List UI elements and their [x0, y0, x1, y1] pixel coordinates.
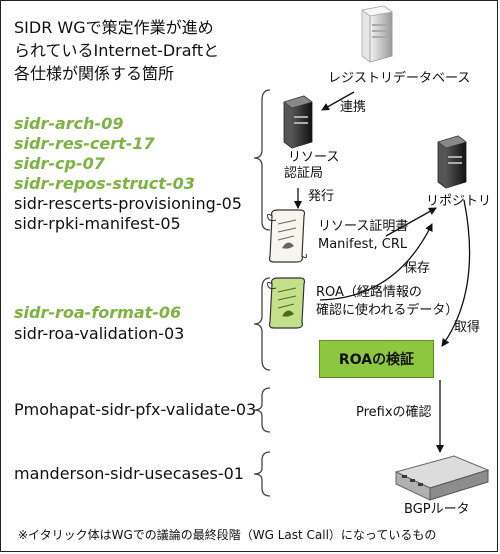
edge-label-prefix-check: Prefixの確認 — [356, 405, 432, 420]
bgp-router-label: BGPルータ — [404, 502, 470, 517]
draft-sidr-repos-struct: sidr-repos-struct-03 — [14, 174, 195, 193]
draft-sidr-rpki-manifest: sidr-rpki-manifest-05 — [14, 214, 181, 233]
arrow-cert-to-repo — [385, 207, 437, 237]
arrow-link — [321, 91, 355, 111]
resource-cert-label-line1: リソース証明書 — [318, 219, 409, 234]
repository-server-icon — [437, 135, 467, 189]
certificate-authority-server-icon — [283, 95, 313, 149]
ca-label-line2: 認証局 — [284, 166, 324, 181]
repository-label: リポジトリ — [426, 194, 492, 209]
header-line-2: られているInternet-Draftと — [14, 41, 220, 60]
roa-scroll-icon — [267, 277, 306, 329]
resource-cert-label-line2: Manifest, CRL — [318, 237, 408, 252]
brace-group-2 — [253, 277, 271, 371]
edge-label-issue: 発行 — [308, 189, 335, 204]
bgp-router-icon — [394, 455, 490, 501]
draft-pfx-validate: Pmohapat-sidr-pfx-validate-03 — [14, 400, 257, 419]
ca-label-line1: リソース — [288, 150, 340, 165]
header-line-1: SIDR WGで策定作業が進め — [14, 18, 214, 37]
arrow-fetch — [441, 199, 471, 347]
roa-label-line2: 確認に使われるデータ） — [316, 303, 459, 318]
registry-db-label: レジストリデータベース — [328, 71, 471, 86]
edge-label-store: 保存 — [404, 261, 431, 276]
roa-verify-box: ROAの検証 — [319, 340, 434, 378]
brace-group-3 — [253, 387, 271, 433]
draft-sidr-res-cert: sidr-res-cert-17 — [14, 134, 155, 153]
draft-sidr-rescerts-provisioning: sidr-rescerts-provisioning-05 — [14, 194, 242, 213]
draft-sidr-arch: sidr-arch-09 — [14, 114, 124, 133]
arrow-store — [319, 223, 433, 301]
brace-group-1 — [253, 89, 271, 231]
resource-certificate-scroll-icon — [267, 209, 307, 263]
draft-sidr-roa-format: sidr-roa-format-06 — [14, 303, 182, 322]
edge-label-link: 連携 — [340, 100, 367, 115]
registry-database-icon — [361, 5, 393, 63]
draft-sidr-cp: sidr-cp-07 — [14, 154, 105, 173]
header-line-3: 各仕様が関係する箇所 — [14, 64, 175, 83]
edge-label-fetch: 取得 — [454, 320, 481, 335]
footnote: ※イタリック体はWGでの議論の最終段階（WG Last Call）になっているも… — [18, 528, 437, 542]
brace-group-4 — [253, 451, 271, 497]
draft-usecases: manderson-sidr-usecases-01 — [14, 464, 244, 483]
roa-label-line1: ROA（経路情報の — [316, 285, 422, 300]
draft-sidr-roa-validation: sidr-roa-validation-03 — [14, 324, 185, 343]
